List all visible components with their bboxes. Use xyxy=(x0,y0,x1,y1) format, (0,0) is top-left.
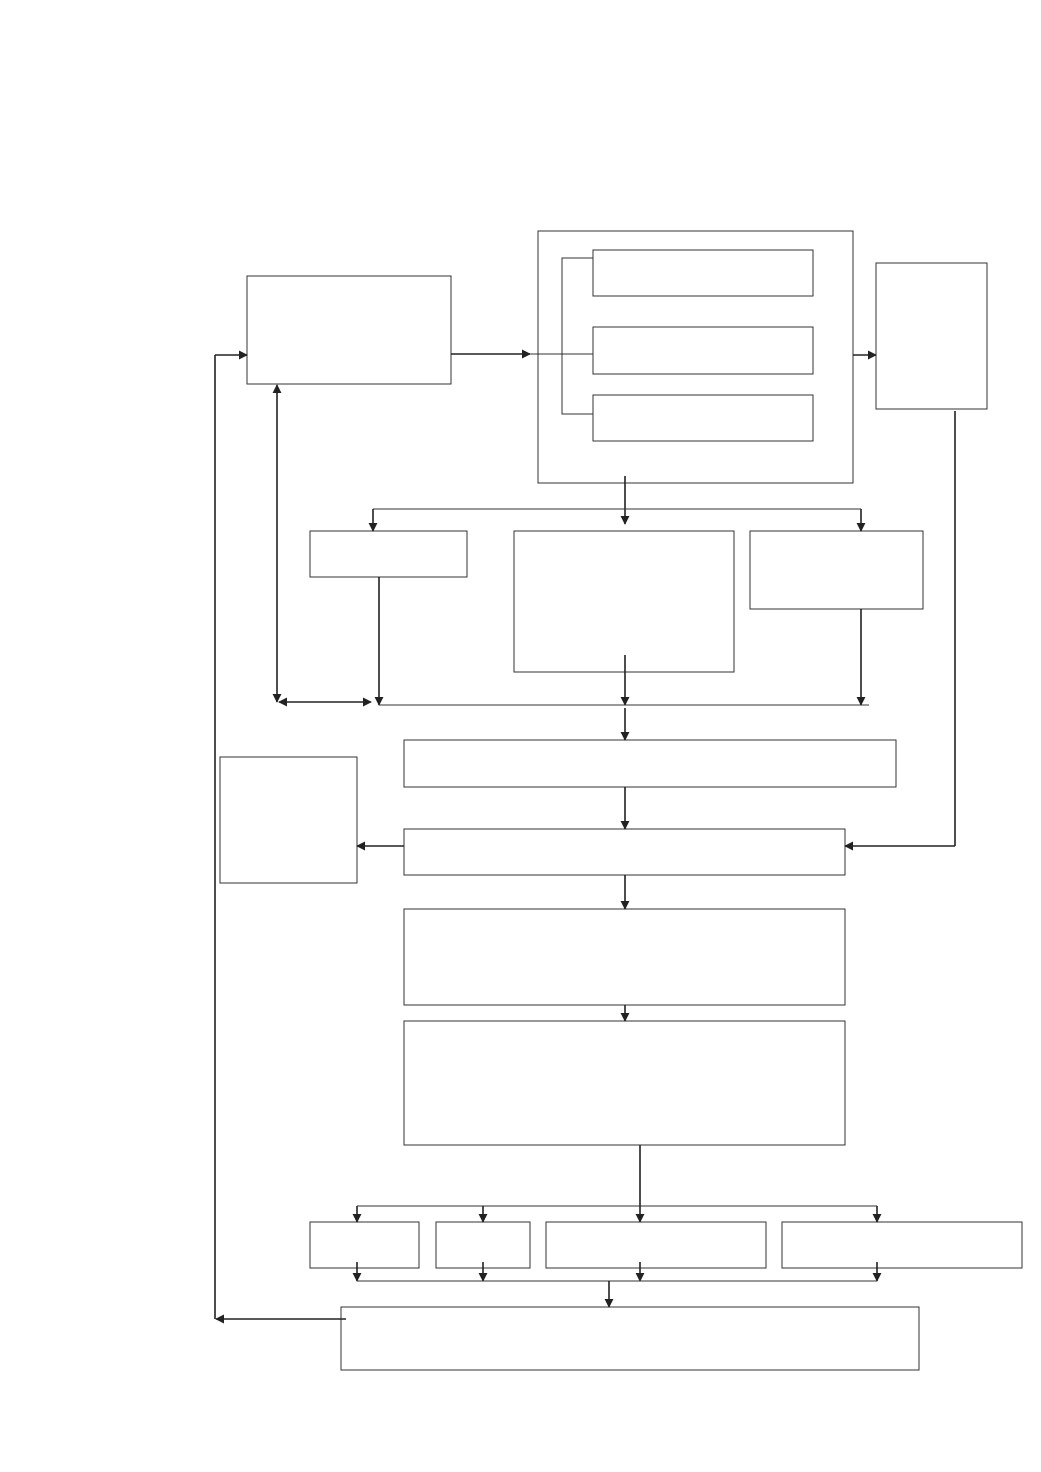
outcome-4-box xyxy=(781,1221,1023,1269)
start-box xyxy=(246,275,452,385)
final-box xyxy=(340,1306,920,1371)
group-item-3-box xyxy=(592,394,814,442)
group-item-1-box xyxy=(592,249,814,297)
branch-left-box xyxy=(309,530,468,578)
branch-right-box xyxy=(749,530,924,610)
outcome-3-box xyxy=(545,1221,767,1269)
outcome-1-box xyxy=(309,1221,420,1269)
analysis-step-box xyxy=(403,1020,846,1146)
merge-step-box xyxy=(403,739,897,788)
outcome-2-box xyxy=(435,1221,531,1269)
branch-center-box xyxy=(513,530,735,673)
group-items-bracket xyxy=(561,257,593,415)
left-output-box xyxy=(219,756,358,884)
right-side-box xyxy=(875,262,988,410)
group-item-2-box xyxy=(592,326,814,375)
combine-step-box xyxy=(403,828,846,876)
process-step-box xyxy=(403,908,846,1006)
